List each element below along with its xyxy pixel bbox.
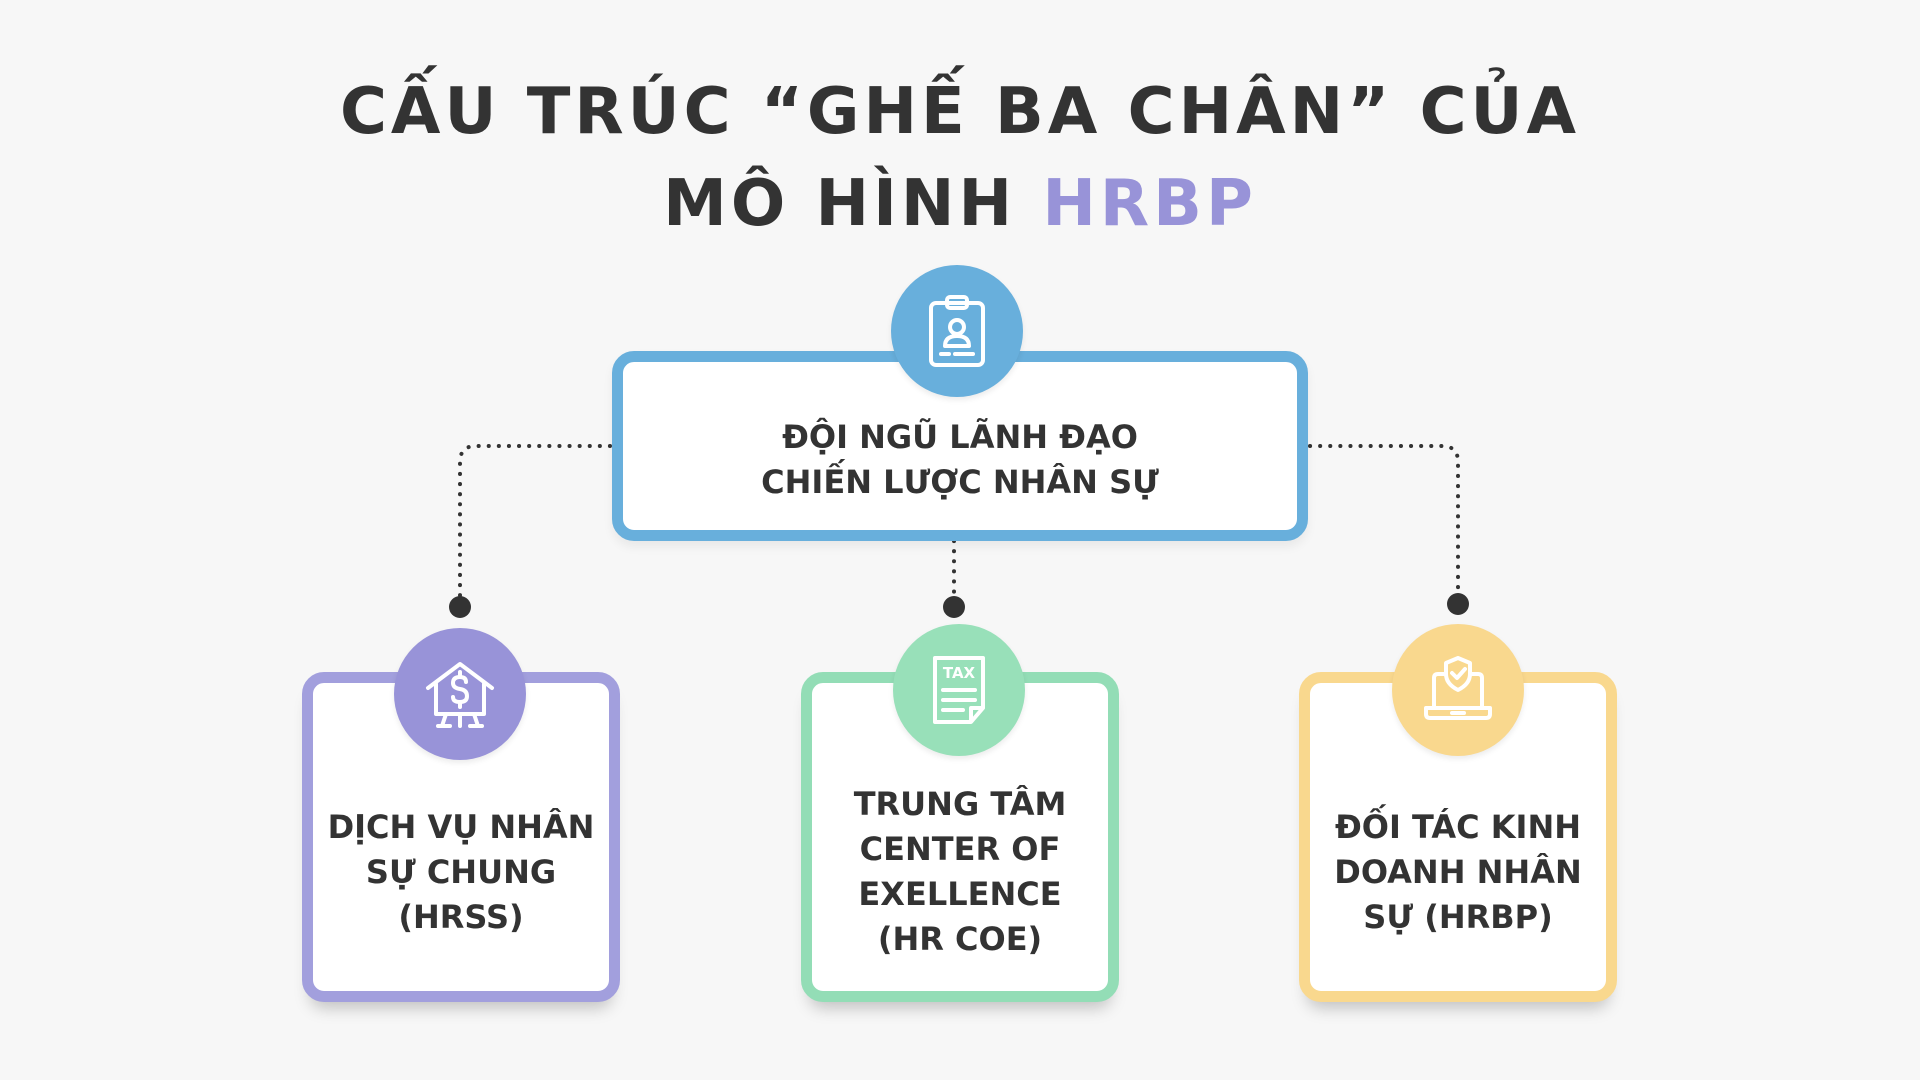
- diagram-title: CẤU TRÚC “GHẾ BA CHÂN” CỦA MÔ HÌNH HRBP: [0, 66, 1920, 250]
- node-hrbp-icon-circle: [1392, 624, 1524, 756]
- laptop-shield-icon: [1424, 656, 1492, 720]
- connector-right-dot: [1447, 593, 1469, 615]
- title-line-2: MÔ HÌNH HRBP: [0, 158, 1920, 250]
- title-line-1: CẤU TRÚC “GHẾ BA CHÂN” CỦA: [339, 75, 1581, 149]
- tax-icon-text: TAX: [943, 664, 976, 682]
- node-hrss-icon-circle: [394, 628, 526, 760]
- title-highlight: HRBP: [1042, 167, 1257, 241]
- node-hrss-label: DỊCH VỤ NHÂN SỰ CHUNG (HRSS): [327, 807, 595, 936]
- tax-document-icon: TAX: [933, 656, 985, 724]
- top-node-icon-circle: [891, 265, 1023, 397]
- connector-left-dot: [449, 596, 471, 618]
- node-hrbp-label: ĐỐI TÁC KINH DOANH NHÂN SỰ (HRBP): [1334, 807, 1582, 936]
- house-dollar-icon: [426, 662, 494, 728]
- connector-left: [458, 444, 612, 600]
- connector-middle-dot: [943, 596, 965, 618]
- node-hrcoe-label: TRUNG TÂM CENTER OF EXELLENCE (HR COE): [853, 785, 1067, 958]
- node-hrbp-box: ĐỐI TÁC KINH DOANH NHÂN SỰ (HRBP): [1299, 672, 1617, 1002]
- top-node-label: ĐỘI NGŨ LÃNH ĐẠO CHIẾN LƯỢC NHÂN SỰ: [761, 418, 1159, 501]
- clipboard-user-icon: [929, 295, 985, 367]
- node-hrcoe-icon-circle: TAX: [893, 624, 1025, 756]
- connector-right: [1308, 444, 1460, 598]
- title-line-2-prefix: MÔ HÌNH: [663, 167, 1043, 241]
